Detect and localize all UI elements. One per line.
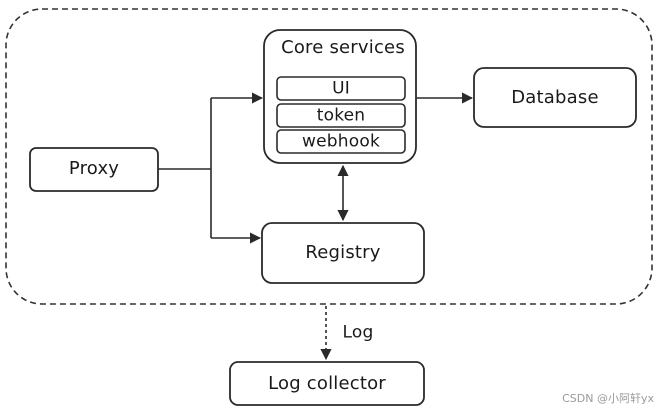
log-collector-label: Log collector	[268, 373, 386, 394]
core-item-ui-label: UI	[332, 78, 350, 99]
core-item-ui-box	[276, 76, 406, 101]
database-box	[473, 67, 637, 128]
proxy-label: Proxy	[68, 158, 120, 179]
log-edge-label: Log	[342, 322, 374, 343]
registry-label: Registry	[305, 242, 381, 263]
registry-box	[261, 222, 425, 284]
core-item-webhook-box	[276, 129, 406, 154]
core-item-token-label: token	[316, 105, 366, 126]
database-label: Database	[511, 87, 599, 108]
log-collector-box	[229, 361, 425, 406]
core-item-webhook-label: webhook	[302, 131, 380, 152]
core-item-token-box	[276, 103, 406, 128]
core-services-title: Core services	[281, 37, 405, 58]
system-boundary	[5, 8, 653, 305]
watermark: CSDN @小阿轩yx	[562, 392, 654, 405]
